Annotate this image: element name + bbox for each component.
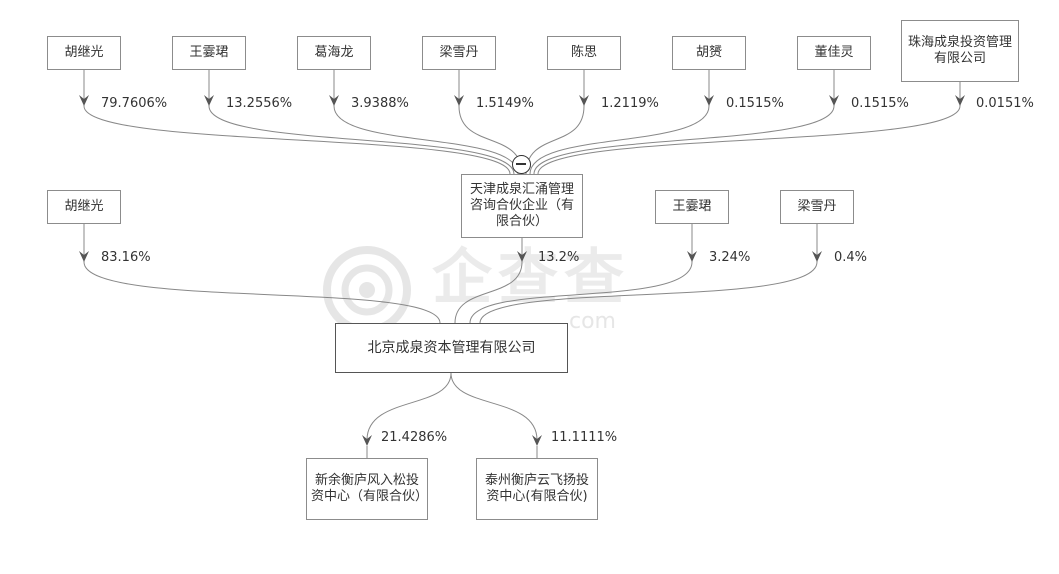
investment-node[interactable]: 泰州衡庐云飞扬投资中心(有限合伙) [476, 458, 598, 520]
node-label: 胡继光 [64, 199, 104, 214]
stake-percentage: 21.4286% [381, 430, 448, 445]
shareholder-top-node[interactable]: 珠海成泉投资管理有限公司 [901, 20, 1019, 82]
investment-node[interactable]: 新余衡庐风入松投资中心（有限合伙） [306, 458, 428, 520]
edge-line [450, 372, 538, 441]
edge-line [529, 105, 710, 175]
arrow-head-icon [812, 251, 822, 262]
edge-line [366, 372, 452, 441]
shareholder-top-node[interactable]: 陈思 [547, 36, 621, 70]
arrow-head-icon [704, 95, 714, 106]
stake-percentage: 79.7606% [101, 96, 168, 111]
arrow-head-icon [532, 435, 542, 446]
node-label: 珠海成泉投资管理有限公司 [907, 35, 1012, 66]
arrow-head-icon [829, 95, 839, 106]
edge-line [469, 261, 693, 324]
node-label: 北京成泉资本管理有限公司 [367, 340, 536, 356]
shareholder-mid-node[interactable]: 梁雪丹 [780, 190, 854, 224]
edge-line [533, 105, 835, 175]
partnership-node[interactable]: 天津成泉汇涌管理咨询合伙企业（有限合伙） [461, 174, 583, 238]
node-label: 董佳灵 [814, 45, 854, 60]
stake-percentage: 1.2119% [601, 96, 659, 111]
stake-percentage: 3.9388% [351, 96, 409, 111]
arrow-head-icon [79, 95, 89, 106]
node-label: 陈思 [570, 45, 597, 60]
stake-percentage: 3.24% [709, 250, 751, 265]
shareholder-top-node[interactable]: 葛海龙 [297, 36, 371, 70]
edge-line [208, 105, 515, 175]
shareholder-top-node[interactable]: 胡继光 [47, 36, 121, 70]
node-label: 梁雪丹 [439, 45, 479, 60]
stake-percentage: 0.0151% [976, 96, 1034, 111]
node-label: 胡继光 [64, 45, 104, 60]
node-label: 泰州衡庐云飞扬投资中心(有限合伙) [484, 473, 589, 504]
arrow-head-icon [79, 251, 89, 262]
edge-line [83, 261, 441, 324]
node-label: 胡赟 [695, 45, 722, 60]
shareholder-top-node[interactable]: 梁雪丹 [422, 36, 496, 70]
edge-line [537, 105, 961, 175]
shareholder-top-node[interactable]: 胡赟 [672, 36, 746, 70]
main-company-node[interactable]: 北京成泉资本管理有限公司 [335, 323, 568, 373]
node-label: 天津成泉汇涌管理咨询合伙企业（有限合伙） [469, 182, 574, 229]
stake-percentage: 11.1111% [551, 430, 618, 445]
stake-percentage: 13.2556% [226, 96, 293, 111]
edge-line [454, 261, 523, 324]
shareholder-top-node[interactable]: 王霎珺 [172, 36, 246, 70]
arrow-head-icon [204, 95, 214, 106]
stake-percentage: 13.2% [538, 250, 580, 265]
node-label: 王霎珺 [672, 199, 712, 214]
stake-percentage: 1.5149% [476, 96, 534, 111]
edge-line [525, 105, 585, 175]
stake-percentage: 0.1515% [851, 96, 909, 111]
edge-line [333, 105, 519, 175]
arrow-head-icon [955, 95, 965, 106]
node-label: 葛海龙 [314, 45, 354, 60]
arrow-head-icon [362, 435, 372, 446]
collapse-toggle-icon[interactable] [512, 155, 531, 174]
stake-percentage: 83.16% [101, 250, 151, 265]
node-label: 新余衡庐风入松投资中心（有限合伙） [311, 473, 429, 504]
arrow-head-icon [687, 251, 697, 262]
shareholder-mid-node[interactable]: 胡继光 [47, 190, 121, 224]
arrow-head-icon [454, 95, 464, 106]
node-label: 梁雪丹 [797, 199, 837, 214]
edge-line [479, 261, 818, 324]
node-label: 王霎珺 [189, 45, 229, 60]
stake-percentage: 0.1515% [726, 96, 784, 111]
shareholder-top-node[interactable]: 董佳灵 [797, 36, 871, 70]
shareholder-mid-node[interactable]: 王霎珺 [655, 190, 729, 224]
stake-percentage: 0.4% [834, 250, 868, 265]
arrow-head-icon [517, 251, 527, 262]
arrow-head-icon [579, 95, 589, 106]
edge-line [83, 105, 511, 175]
arrow-head-icon [329, 95, 339, 106]
